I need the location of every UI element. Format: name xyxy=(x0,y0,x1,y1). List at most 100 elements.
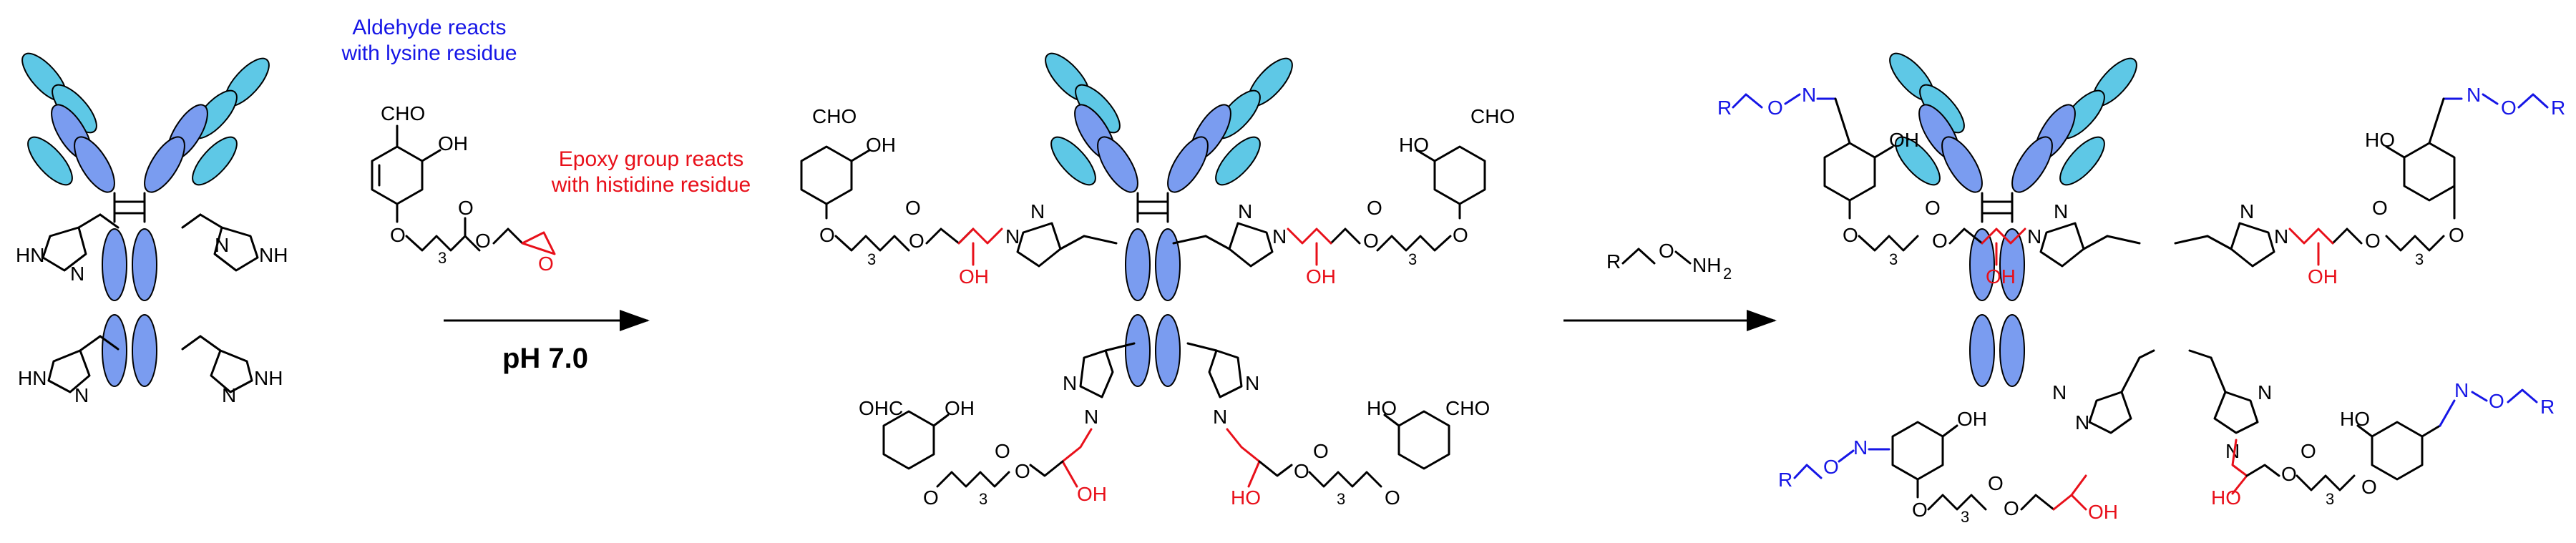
svg-text:N: N xyxy=(2027,225,2041,248)
antibody-native: HN N NH N HN N NH N xyxy=(14,44,288,406)
svg-text:R: R xyxy=(1717,97,1732,119)
svg-text:O: O xyxy=(1313,440,1329,462)
oxime-top-right: R O N HO O 3 O O OH N N xyxy=(2174,84,2565,288)
svg-text:O: O xyxy=(819,224,835,246)
svg-text:N: N xyxy=(2274,225,2288,248)
svg-text:HO: HO xyxy=(2340,408,2370,430)
svg-text:CHO: CHO xyxy=(1470,105,1515,127)
svg-text:O: O xyxy=(1823,456,1839,478)
linker-bottom-left: N N OH O O 3 O OH OHC xyxy=(859,342,1136,509)
svg-text:O: O xyxy=(2501,97,2517,119)
svg-text:R: R xyxy=(1606,250,1621,273)
svg-text:R: R xyxy=(2551,97,2565,119)
svg-text:O: O xyxy=(2281,463,2297,485)
svg-text:HO: HO xyxy=(2211,486,2241,509)
svg-text:N: N xyxy=(1030,200,1045,222)
svg-text:N: N xyxy=(1802,84,1816,106)
cho-label: CHO xyxy=(381,102,425,124)
svg-text:N: N xyxy=(1063,372,1077,394)
svg-text:O: O xyxy=(1453,224,1468,246)
svg-text:O: O xyxy=(2372,197,2388,219)
svg-text:O: O xyxy=(1843,224,1858,246)
annotation-epoxy-2: with histidine residue xyxy=(551,173,751,197)
svg-text:HO: HO xyxy=(1231,486,1261,509)
svg-text:OH: OH xyxy=(1306,265,1336,288)
svg-text:N: N xyxy=(2054,200,2068,222)
n-label: N xyxy=(70,263,84,285)
svg-text:OH: OH xyxy=(2308,265,2338,288)
annotation-aldehyde-2: with lysine residue xyxy=(341,41,517,65)
oxime-bottom-right: N N HO O O 3 O HO N O R xyxy=(2188,349,2555,509)
antibody-oxime-conjugate: R O N OH O 3 O O OH N N xyxy=(1717,44,2565,526)
svg-text:OH: OH xyxy=(1077,483,1107,505)
svg-text:O: O xyxy=(1932,230,1948,252)
svg-text:OH: OH xyxy=(2088,501,2118,523)
n-label: N xyxy=(215,234,229,256)
svg-text:O: O xyxy=(909,230,924,252)
svg-text:OH: OH xyxy=(959,265,989,288)
svg-text:R: R xyxy=(2540,396,2555,418)
svg-text:3: 3 xyxy=(1337,490,1345,508)
linker-bottom-right: N N HO O O 3 O HO CHO xyxy=(1186,342,1490,509)
svg-text:O: O xyxy=(2449,224,2464,246)
svg-text:N: N xyxy=(1272,225,1287,248)
svg-text:3: 3 xyxy=(2415,250,2424,268)
svg-text:3: 3 xyxy=(2326,490,2334,508)
svg-text:N: N xyxy=(1084,406,1098,428)
nh-label: NH xyxy=(259,244,288,266)
svg-text:NH: NH xyxy=(1692,254,1721,276)
antibody-epoxy-conjugate: CHO OH O 3 O O OH N N CHO HO xyxy=(800,44,1515,509)
oxime-top-left: R O N OH O 3 O O OH N N xyxy=(1717,84,2141,288)
svg-text:N: N xyxy=(2075,411,2089,434)
svg-text:O: O xyxy=(1912,499,1928,521)
svg-text:CHO: CHO xyxy=(1445,397,1490,419)
svg-text:O: O xyxy=(2004,497,2019,519)
svg-text:N: N xyxy=(1245,372,1259,394)
svg-text:OH: OH xyxy=(1889,129,1919,151)
svg-text:O: O xyxy=(2301,440,2316,462)
svg-text:O: O xyxy=(905,197,921,219)
condition-ph: pH 7.0 xyxy=(502,343,588,374)
svg-text:HO: HO xyxy=(1367,397,1397,419)
svg-text:3: 3 xyxy=(1889,250,1898,268)
oh-label: OH xyxy=(438,132,468,155)
n-label: N xyxy=(74,384,89,406)
svg-text:N: N xyxy=(2240,200,2254,222)
svg-text:OHC: OHC xyxy=(859,397,903,419)
svg-text:O: O xyxy=(1767,97,1783,119)
nh-label: NH xyxy=(254,367,283,389)
svg-text:3: 3 xyxy=(867,250,876,268)
sub3-label: 3 xyxy=(438,249,447,267)
svg-text:O: O xyxy=(923,486,939,509)
svg-text:O: O xyxy=(1659,240,1674,262)
svg-text:O: O xyxy=(1363,230,1379,252)
svg-text:HO: HO xyxy=(2365,129,2395,151)
his-top-right: NH N xyxy=(181,213,288,272)
svg-text:O: O xyxy=(1294,460,1309,482)
svg-text:N: N xyxy=(2454,379,2469,401)
epoxide-o-label: O xyxy=(538,253,554,275)
o-label: O xyxy=(475,230,491,252)
svg-text:O: O xyxy=(2361,476,2377,498)
svg-text:N: N xyxy=(1213,406,1227,428)
svg-text:O: O xyxy=(2489,390,2504,412)
svg-text:2: 2 xyxy=(1723,265,1732,283)
svg-text:3: 3 xyxy=(1408,250,1417,268)
o-label: O xyxy=(390,224,406,246)
svg-text:3: 3 xyxy=(1961,508,1969,526)
n-label: N xyxy=(222,384,236,406)
annotation-aldehyde-1: Aldehyde reacts xyxy=(352,16,506,39)
svg-text:OH: OH xyxy=(945,397,975,419)
hn-label: HN xyxy=(18,367,47,389)
svg-text:N: N xyxy=(2467,84,2481,106)
svg-text:N: N xyxy=(1005,225,1020,248)
hn-label: HN xyxy=(16,244,44,266)
svg-text:OH: OH xyxy=(1986,265,2016,288)
svg-text:HO: HO xyxy=(1399,134,1429,156)
his-bottom-left: HN N xyxy=(18,335,119,406)
svg-text:O: O xyxy=(1015,460,1030,482)
reagent-hydroxylamine: R O NH 2 xyxy=(1563,240,1777,331)
svg-text:R: R xyxy=(1778,469,1792,491)
his-top-left: HN N xyxy=(16,213,119,285)
